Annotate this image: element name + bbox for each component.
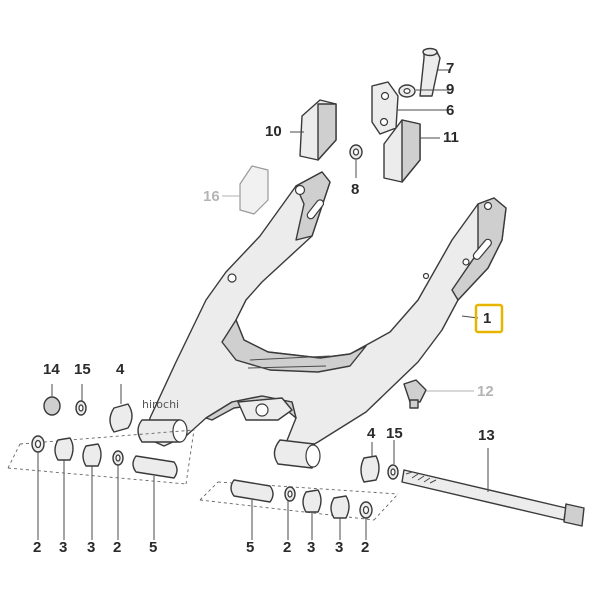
- right-hardware-stack: [199, 440, 399, 540]
- callout-14[interactable]: 14: [43, 361, 60, 378]
- callout-6[interactable]: 6: [446, 102, 455, 119]
- callout-4-left[interactable]: 4: [116, 361, 125, 378]
- axle-bolt-13: [401, 448, 585, 527]
- bearing-3-c: [302, 489, 322, 513]
- left-hardware-stack: [7, 384, 195, 540]
- arm-brace-line-1: [249, 355, 331, 361]
- callout-5-right[interactable]: 5: [246, 539, 255, 556]
- right-pivot-tube-end: [305, 444, 321, 468]
- swing-arm: [137, 171, 507, 469]
- arm-brace-line-2: [247, 365, 327, 369]
- callout-15-left[interactable]: 15: [74, 361, 91, 378]
- center-boss-hole: [255, 403, 269, 417]
- bush-4-right: [360, 455, 380, 483]
- bearing-3-b: [82, 443, 102, 467]
- callout-3-a[interactable]: 3: [59, 539, 68, 556]
- spacer-5-left: [132, 455, 178, 479]
- washer-9: [398, 84, 450, 98]
- arm-hole-4: [462, 258, 470, 266]
- callout-4-right[interactable]: 4: [367, 425, 376, 442]
- arm-hole-5: [422, 272, 430, 280]
- bolt-7: [419, 47, 450, 97]
- callout-11[interactable]: 11: [443, 129, 459, 146]
- bearing-3-d: [330, 495, 350, 519]
- callout-2-c[interactable]: 2: [283, 539, 292, 556]
- arm-hole-1: [294, 184, 306, 196]
- selected-part-highlight: [474, 303, 504, 334]
- grease-nipple-12: [403, 379, 474, 409]
- swing-arm-body: [145, 171, 507, 453]
- swing-arm-inner-web: [221, 319, 367, 373]
- callout-16[interactable]: 16: [203, 188, 220, 205]
- watermark: hirochi: [142, 398, 180, 411]
- callout-7[interactable]: 7: [446, 60, 455, 77]
- callout-2-a[interactable]: 2: [33, 539, 42, 556]
- cap-14: [43, 396, 61, 416]
- callout-2-d[interactable]: 2: [361, 539, 370, 556]
- callout-2-b[interactable]: 2: [113, 539, 122, 556]
- left-adjuster-slot: [306, 199, 325, 220]
- block-16: [222, 165, 269, 215]
- callout-3-b[interactable]: 3: [87, 539, 96, 556]
- left-pivot-tube-end: [172, 419, 188, 443]
- callout-3-c[interactable]: 3: [307, 539, 316, 556]
- block-11: [383, 119, 440, 183]
- spacer-5-right: [230, 479, 274, 503]
- bush-4-left: [109, 403, 133, 433]
- callout-1[interactable]: 1: [483, 310, 492, 327]
- callout-5-left[interactable]: 5: [149, 539, 158, 556]
- callout-12[interactable]: 12: [477, 383, 494, 400]
- callout-13[interactable]: 13: [478, 427, 495, 444]
- right-adjuster-slot: [472, 238, 492, 260]
- callout-9[interactable]: 9: [446, 81, 455, 98]
- bearing-3-a: [54, 437, 74, 461]
- callout-8[interactable]: 8: [351, 181, 360, 198]
- bush-8: [349, 144, 363, 178]
- block-10: [290, 99, 337, 161]
- arm-hole-3: [227, 273, 237, 283]
- callout-10[interactable]: 10: [265, 123, 282, 140]
- arm-hole-2: [483, 201, 493, 211]
- plate-6: [371, 81, 448, 135]
- callout-15-right[interactable]: 15: [386, 425, 403, 442]
- callout-3-d[interactable]: 3: [335, 539, 344, 556]
